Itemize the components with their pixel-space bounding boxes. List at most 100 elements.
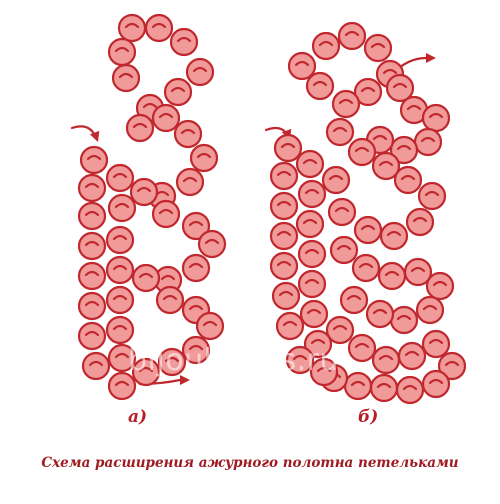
panel-b-bead-top-5-hole <box>338 98 354 105</box>
panel-a-bead-loop-7-hole <box>158 208 174 215</box>
panel-b-bead-inner-3-hole <box>304 248 320 255</box>
panel-a-bead-inner-6 <box>107 343 137 373</box>
panel-b-bead-net-21-hole <box>378 354 394 361</box>
panel-b-bead-top-right-5-hole <box>372 134 388 141</box>
panel-a-bead-loop-9-hole <box>204 238 220 245</box>
panel-a-bead-inner-1 <box>107 193 137 223</box>
panel-b-bead-net-23-hole <box>428 338 444 345</box>
panel-b-bead-top-4-hole <box>360 86 376 93</box>
panel-b-bead-top-4 <box>353 77 383 107</box>
panel-b-bead-net-12 <box>377 261 407 291</box>
panel-b-bead-net-28 <box>343 371 373 401</box>
panel-b-bead-net-27 <box>369 373 399 403</box>
panel-b-bead-column-6-hole <box>282 320 298 327</box>
panel-b-bead-inner-5-hole <box>306 308 322 315</box>
panel-b-exit-arrow <box>426 53 436 63</box>
panel-b-bead-bottom-1 <box>309 357 339 387</box>
panel-b-bead-net-11 <box>351 253 381 283</box>
panel-b-bead-inner-2 <box>295 209 325 239</box>
panel-b-bead-net-8 <box>327 197 357 227</box>
panel-a-bead-inner-3 <box>105 255 135 285</box>
panel-b-bead-top-0 <box>311 31 341 61</box>
panel-a-bead-column-3 <box>77 231 107 261</box>
panel-a-bead-loop-8 <box>181 211 211 241</box>
panel-a-bead-top-3 <box>185 57 215 87</box>
panel-a-bead-loop-12-hole <box>138 272 154 279</box>
panel-a-bead-column-2-hole <box>84 210 100 217</box>
panel-b-bead-net-28-hole <box>350 380 366 387</box>
panel-b-bead-column-3 <box>269 221 299 251</box>
panel-a-bead-loop-3 <box>189 143 219 173</box>
panel-a-bead-loop-4-hole <box>182 176 198 183</box>
panel-b-bead-net-24 <box>437 351 467 381</box>
panel-a-bead-inner-4-hole <box>112 294 128 301</box>
panel-b-bead-net-9 <box>321 165 351 195</box>
panel-a-bead-loop-3-hole <box>196 152 212 159</box>
panel-b-bead-inner-0-hole <box>302 158 318 165</box>
panel-b-bead-net-10 <box>329 235 359 265</box>
panel-b-bead-inner-5 <box>299 299 329 329</box>
panel-b-bead-net-8-hole <box>334 206 350 213</box>
panel-a-exit-arrow <box>180 375 190 385</box>
panel-b-bead-top-right-3 <box>413 127 443 157</box>
panel-b-bead-top-7-hole <box>294 60 310 67</box>
panel-a-bead-top-2 <box>169 27 199 57</box>
panel-b-bead-top-0-hole <box>318 40 334 47</box>
panel-b-bead-net-7-hole <box>360 224 376 231</box>
panel-b-bead-top-right-1-hole <box>406 104 422 111</box>
panel-a-bead-top-4-hole <box>170 86 186 93</box>
panel-a-bead-loop-8-hole <box>188 220 204 227</box>
panel-a-bead-column-1-hole <box>84 182 100 189</box>
panel-b-bead-net-6-hole <box>386 230 402 237</box>
panel-b-bead-inner-2-hole <box>302 218 318 225</box>
panel-a-bead-inner-0 <box>105 163 135 193</box>
panel-b-bead-net-0-hole <box>332 126 348 133</box>
panel-b-bead-net-13-hole <box>410 266 426 273</box>
panel-b-bead-net-15-hole <box>422 304 438 311</box>
panel-a-bead-top-5-hole <box>142 102 158 109</box>
panel-b-bead-net-5 <box>405 207 435 237</box>
panel-b-bead-net-27-hole <box>376 382 392 389</box>
panel-b-bead-net-14 <box>425 271 455 301</box>
panel-b-bead-column-1 <box>269 161 299 191</box>
panel-b-bead-column-4 <box>269 251 299 281</box>
panel-a-bead-loop-0-hole <box>132 122 148 129</box>
panel-a-bead-top-1 <box>144 13 174 43</box>
panel-a-bead-loop-1 <box>151 103 181 133</box>
panel-a-bead-top-0 <box>117 13 147 43</box>
panel-b-bead-column-3-hole <box>276 230 292 237</box>
panel-b-bead-net-18-hole <box>346 294 362 301</box>
panel-b-bead-inner-1-hole <box>304 188 320 195</box>
panel-b-bead-net-11-hole <box>358 262 374 269</box>
panel-a-bead-top-0-hole <box>124 22 140 29</box>
panel-b-bead-net-4-hole <box>424 190 440 197</box>
panel-a-bead-top-1-hole <box>151 22 167 29</box>
panel-a-bead-loop-18-hole <box>138 366 154 373</box>
panel-a-bead-loop-16 <box>181 335 211 365</box>
panel-b-bead-top-5 <box>331 89 361 119</box>
panel-a-label: а) <box>128 407 148 427</box>
panel-a-bead-inner-2 <box>105 225 135 255</box>
panel-a-bead-inner-3-hole <box>112 264 128 271</box>
panel-b-bead-column-6 <box>275 311 305 341</box>
panel-b-bead-column-5-hole <box>278 290 294 297</box>
panel-b-bead-net-17-hole <box>372 308 388 315</box>
panel-a-bead-inner-4 <box>105 285 135 315</box>
panel-a-bead-column-7 <box>81 351 111 381</box>
panel-a-bead-column-2 <box>77 201 107 231</box>
panel-b-bead-column-5 <box>271 281 301 311</box>
panel-b-bead-column-0-hole <box>280 142 296 149</box>
panel-b-bead-net-10-hole <box>336 244 352 251</box>
panel-b-bead-inner-0 <box>295 149 325 179</box>
panel-b-bead-net-19 <box>325 315 355 345</box>
panel-a-bead-column-4 <box>77 261 107 291</box>
panel-b-label: б) <box>358 407 379 427</box>
panel-b-bead-net-13 <box>403 257 433 287</box>
panel-b-bead-net-1 <box>347 137 377 167</box>
panel-a-bead-loop-2 <box>173 119 203 149</box>
panel-a-bead-top-2-hole <box>176 36 192 43</box>
panel-a-diagram <box>70 13 227 401</box>
panel-b-bead-net-9-hole <box>328 174 344 181</box>
